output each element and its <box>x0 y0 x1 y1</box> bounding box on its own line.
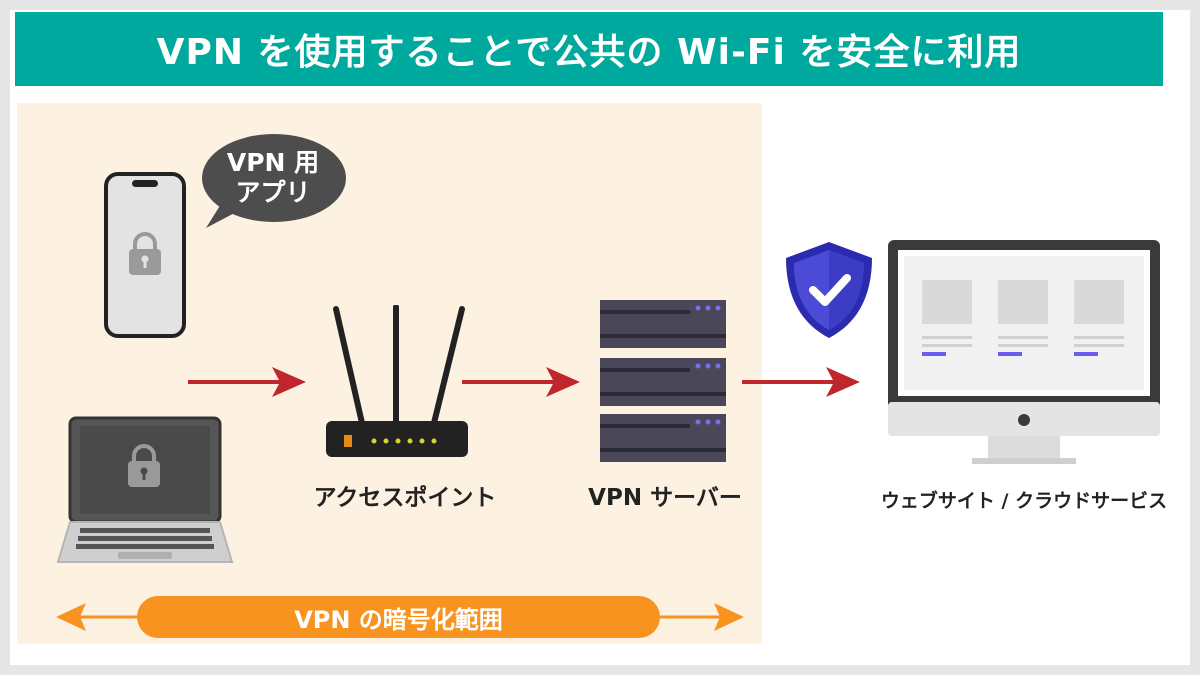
desktop-monitor-icon <box>888 240 1160 464</box>
speech-bubble <box>202 134 346 228</box>
arrow-router-to-server <box>462 367 580 397</box>
server-unit <box>600 414 726 462</box>
server-unit <box>600 300 726 348</box>
vpn-app-label-line2: アプリ <box>235 178 311 207</box>
content-card <box>1074 280 1124 356</box>
access-point-label: アクセスポイント <box>313 485 497 511</box>
lock-icon <box>128 444 160 487</box>
arrow-server-to-web <box>742 367 860 397</box>
smartphone-icon <box>104 172 186 338</box>
content-card <box>922 280 972 356</box>
encryption-scope-label: VPN の暗号化範囲 <box>137 596 660 638</box>
router-icon <box>326 305 468 457</box>
web-services-label: ウェブサイト / クラウドサービス <box>880 490 1168 512</box>
arrow-devices-to-router <box>188 367 306 397</box>
lock-icon <box>129 232 161 275</box>
shield-check-icon <box>786 242 872 338</box>
vpn-app-label-line1: VPN 用 <box>226 148 320 177</box>
server-icon <box>600 300 726 462</box>
server-unit <box>600 358 726 406</box>
page-title: VPN を使用することで公共の Wi-Fi を安全に利用 <box>15 12 1163 86</box>
content-card <box>998 280 1048 356</box>
laptop-icon <box>56 416 234 563</box>
vpn-server-label: VPN サーバー <box>588 485 742 511</box>
vpn-app-label: VPN 用 アプリ <box>203 148 343 208</box>
